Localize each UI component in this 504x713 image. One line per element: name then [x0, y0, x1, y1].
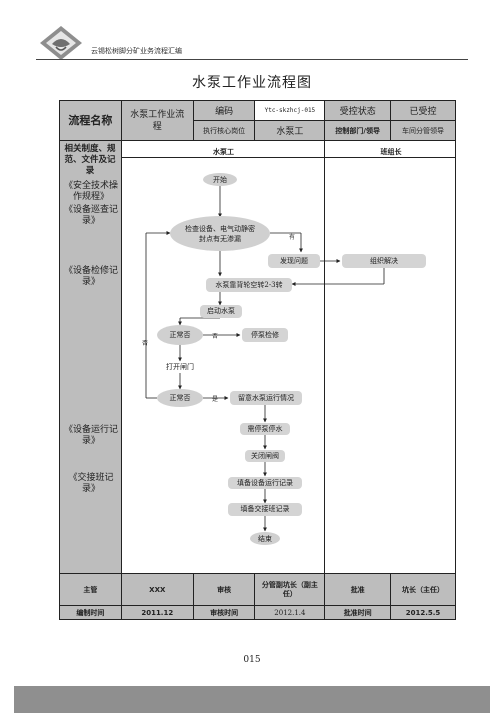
exec-label: 执行核心岗位 — [192, 120, 256, 141]
lane-header-divider — [121, 157, 456, 158]
header-divider — [36, 59, 468, 60]
flow-normal-decision-2: 正常否 — [157, 389, 203, 407]
footer-reviewer: 分管副坑长（副主任） — [254, 573, 326, 606]
label-has: 有 — [289, 234, 296, 241]
process-name-value: 水泵工作业流程 — [120, 100, 194, 141]
code-label: 编码 — [192, 100, 256, 121]
footer-review-label: 审核 — [192, 573, 256, 606]
flow-start-pump: 启动水泵 — [200, 305, 242, 318]
flow-fill-run-record: 填备设备运行记录 — [228, 477, 302, 489]
lane-2 — [324, 140, 456, 574]
footer-compile-time: 2011.12 — [120, 605, 194, 620]
flow-check-decision: 检查设备、电气动静密封点有无渗漏 — [170, 216, 270, 251]
footer-approve-label: 批准 — [324, 573, 392, 606]
flow-close-valve: 关闭闸阀 — [245, 450, 285, 462]
flow-stop-water: 需停泵停水 — [240, 423, 290, 435]
flow-found-problem: 发现问题 — [268, 254, 320, 268]
page-number: 015 — [243, 655, 261, 665]
flow-organize-resolve: 组织解决 — [342, 254, 426, 268]
label-no-2: 否 — [142, 340, 149, 347]
footer-supervisor-value: XXX — [120, 573, 194, 606]
footer-approver: 坑长（主任） — [390, 573, 456, 606]
process-name-label: 流程名称 — [59, 100, 122, 141]
company-logo — [38, 24, 84, 62]
doc-handover-record: 《交接班记录》 — [68, 473, 114, 494]
footer-band — [14, 686, 490, 713]
lane-1 — [120, 140, 326, 574]
doc-operation-record: 《设备运行记录》 — [63, 425, 118, 446]
lane-2-title: 班组长 — [380, 148, 402, 156]
doc-safety-rules: 《安全技术操作规程》 — [63, 181, 118, 202]
flow-watch-running: 留意水泵运行情况 — [230, 391, 302, 405]
page-title: 水泵工作业流程图 — [192, 75, 312, 91]
flow-fill-shift-record: 填备交接班记录 — [228, 503, 302, 516]
company-header: 云锡松树脚分矿业务流程汇编 — [91, 47, 182, 55]
label-no-1: 否 — [212, 333, 219, 340]
status-label: 受控状态 — [324, 100, 392, 121]
doc-repair-record: 《设备检修记录》 — [63, 266, 118, 287]
flow-open-valve: 打开闸门 — [166, 362, 194, 371]
footer-review-time-label: 审核时间 — [192, 605, 256, 620]
docs-header: 相关制度、规范、文件及记录 — [64, 144, 116, 176]
flow-end: 结束 — [250, 532, 280, 545]
footer-approve-time: 2012.5.5 — [390, 605, 456, 620]
docs-column — [59, 140, 122, 574]
exec-value: 水泵工 — [254, 120, 326, 141]
flow-normal-decision-1: 正常否 — [157, 325, 203, 345]
process-table: 流程名称 水泵工作业流程 编码 Ytc-skzhcj-015 受控状态 已受控 … — [59, 100, 456, 620]
lane-1-title: 水泵工 — [213, 148, 234, 156]
doc-inspection-record: 《设备巡查记录》 — [63, 205, 118, 226]
footer-compile-time-label: 编制时间 — [59, 605, 122, 620]
flow-start: 开始 — [203, 173, 237, 186]
flow-stop-repair: 停泵检修 — [242, 328, 288, 342]
flow-rotate-coupling: 水泵靠背轮空转2-3转 — [206, 278, 292, 292]
footer-approve-time-label: 批准时间 — [324, 605, 392, 620]
label-yes-2: 是 — [212, 396, 219, 403]
footer-review-time: 2012.1.4 — [254, 605, 326, 620]
